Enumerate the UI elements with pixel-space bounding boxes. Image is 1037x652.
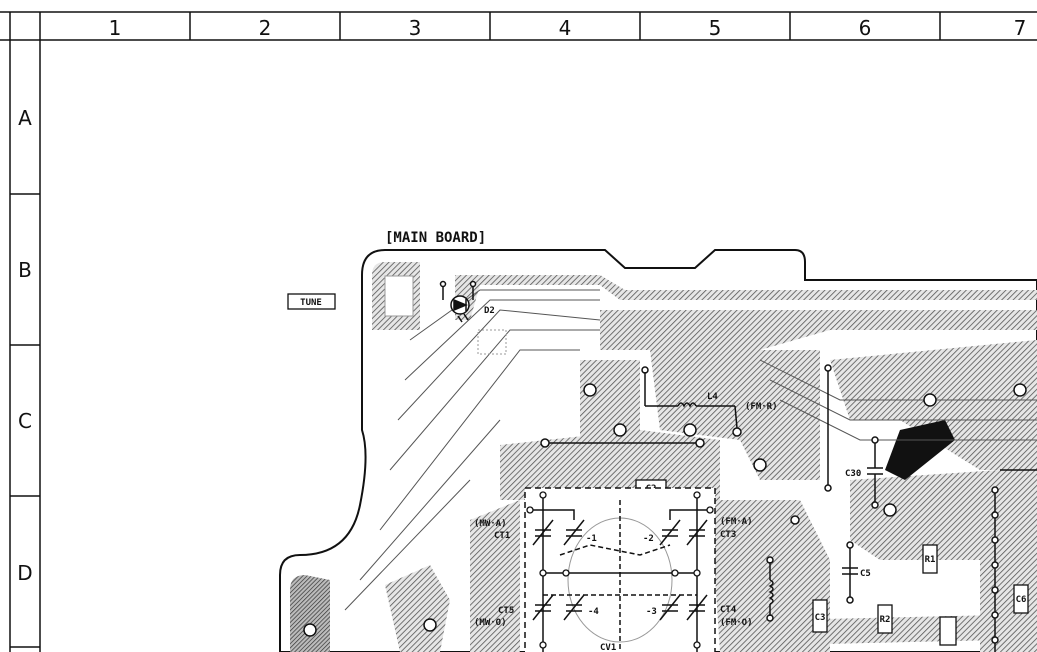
label-ct1: CT1 <box>494 531 510 541</box>
label-fm-a: (FM·A) <box>720 517 753 527</box>
grid-col-1: 1 <box>109 16 122 40</box>
grid-col-6: 6 <box>859 16 872 40</box>
label-c30: C30 <box>845 469 861 479</box>
label-cv-minus2: -2 <box>643 534 654 544</box>
label-d2: D2 <box>484 306 495 316</box>
label-cv-minus1: -1 <box>586 534 597 544</box>
trace-lines <box>344 289 1037 611</box>
label-ct5: CT5 <box>498 606 514 616</box>
label-ct3: CT3 <box>720 530 736 540</box>
label-r1: R1 <box>925 555 936 565</box>
label-l4: L4 <box>707 392 718 402</box>
capacitor-c30-symbol <box>867 443 883 502</box>
grid-col-3: 3 <box>409 16 422 40</box>
coil-vertical-symbol <box>768 562 774 616</box>
led-d2-symbol <box>439 280 477 323</box>
r2-box <box>877 604 893 634</box>
board-title: [MAIN BOARD] <box>385 230 486 246</box>
grid-row-d: D <box>17 561 32 585</box>
label-cv-minus3: -3 <box>646 607 657 617</box>
cv1-pads <box>526 491 714 649</box>
label-c6: C6 <box>1016 595 1027 605</box>
r1-box <box>922 544 938 574</box>
grid-frame <box>0 11 1037 652</box>
tune-label: TUNE <box>300 298 322 308</box>
c6-box <box>1013 584 1029 614</box>
grid-col-7: 7 <box>1014 16 1027 40</box>
pad-led <box>477 329 507 355</box>
coil-l4-symbol <box>644 372 738 429</box>
grid-col-5: 5 <box>709 16 722 40</box>
label-cv1: CV1 <box>600 643 616 652</box>
grid-col-2: 2 <box>259 16 272 40</box>
pad-large <box>384 275 414 317</box>
label-r2: R2 <box>880 615 891 625</box>
label-cv-minus4: -4 <box>588 607 599 617</box>
label-ct4: CT4 <box>720 605 737 615</box>
label-c5: C5 <box>860 569 871 579</box>
pads <box>303 364 1027 644</box>
grid-row-a: A <box>18 106 32 130</box>
grid-row-b: B <box>18 258 32 282</box>
label-mw-a: (MW·A) <box>474 519 507 529</box>
label-mw-o: (MW·O) <box>474 618 507 628</box>
c3-box <box>812 599 828 633</box>
label-c3: C3 <box>815 613 826 623</box>
resistor-pair <box>939 616 957 646</box>
tune-box <box>287 293 336 310</box>
label-fm-r: (FM·R) <box>745 402 778 412</box>
capacitor-c5-symbol <box>842 567 858 575</box>
grid-row-c: C <box>18 409 32 433</box>
grid-col-4: 4 <box>559 16 572 40</box>
label-fm-o: (FM·O) <box>720 618 753 628</box>
